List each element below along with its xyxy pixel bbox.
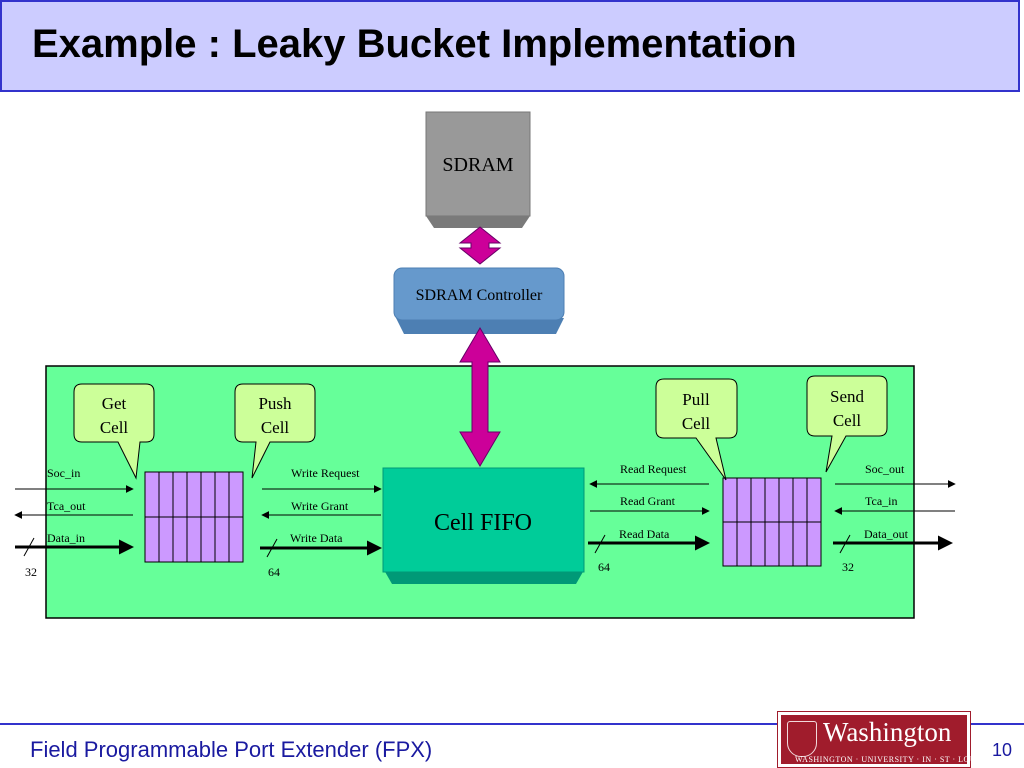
cell-fifo-label: Cell FIFO bbox=[434, 510, 532, 536]
pull-cell-line1: Pull bbox=[682, 390, 710, 409]
university-seal-icon bbox=[787, 721, 817, 757]
write-grant-label: Write Grant bbox=[291, 499, 349, 513]
logo-subtitle: WASHINGTON · UNIVERSITY · IN · ST · LOUI… bbox=[795, 755, 985, 764]
sdram-label: SDRAM bbox=[442, 154, 513, 176]
pull-cell-line2: Cell bbox=[682, 414, 711, 433]
logo-wordmark: Washington bbox=[823, 717, 952, 747]
read-signals: Read Request Read Grant Read Data 64 bbox=[588, 462, 710, 574]
pull-cell-callout: Pull Cell bbox=[655, 378, 738, 481]
washington-university-logo: Washington WASHINGTON · UNIVERSITY · IN … bbox=[777, 711, 984, 768]
slide-title: Example : Leaky Bucket Implementation bbox=[32, 22, 797, 66]
send-cell-line2: Cell bbox=[833, 411, 862, 430]
write-data-label: Write Data bbox=[290, 531, 343, 545]
get-cell-line2: Cell bbox=[100, 418, 129, 437]
right-signals: Soc_out Tca_in Data_out 32 bbox=[833, 462, 956, 574]
send-cell-line1: Send bbox=[830, 387, 865, 406]
cell-fifo-block: Cell FIFO bbox=[382, 467, 585, 584]
read-data-width: 64 bbox=[598, 560, 610, 574]
left-signals: Soc_in Tca_out Data_in 32 bbox=[14, 466, 134, 579]
data-out-label: Data_out bbox=[864, 527, 909, 541]
read-data-label: Read Data bbox=[619, 527, 670, 541]
data-out-width: 32 bbox=[842, 560, 854, 574]
write-request-label: Write Request bbox=[291, 466, 360, 480]
soc-out-label: Soc_out bbox=[865, 462, 905, 476]
soc-in-label: Soc_in bbox=[47, 466, 80, 480]
tca-out-label: Tca_out bbox=[47, 499, 86, 513]
data-in-label: Data_in bbox=[47, 531, 85, 545]
write-signals: Write Request Write Grant Write Data 64 bbox=[260, 466, 382, 579]
read-grant-label: Read Grant bbox=[620, 494, 676, 508]
send-cell-callout: Send Cell bbox=[806, 375, 888, 473]
footer-rule bbox=[0, 723, 1024, 725]
push-cell-line1: Push bbox=[258, 394, 292, 413]
output-buffer bbox=[722, 477, 822, 567]
leaky-bucket-diagram: SDRAM SDRAM Controller Cell FIFO bbox=[14, 111, 956, 619]
write-data-width: 64 bbox=[268, 565, 280, 579]
sdram-controller-label: SDRAM Controller bbox=[416, 287, 543, 304]
get-cell-callout: Get Cell bbox=[73, 383, 155, 480]
title-bar: Example : Leaky Bucket Implementation bbox=[0, 0, 1020, 92]
data-in-width: 32 bbox=[25, 565, 37, 579]
push-cell-callout: Push Cell bbox=[234, 383, 316, 479]
read-request-label: Read Request bbox=[620, 462, 687, 476]
sdram-block: SDRAM bbox=[425, 111, 531, 228]
page-number: 10 bbox=[991, 740, 1012, 760]
push-cell-line2: Cell bbox=[261, 418, 290, 437]
footer-text: Field Programmable Port Extender (FPX) bbox=[30, 737, 433, 762]
sdram-link-arrow bbox=[458, 226, 502, 265]
input-buffer bbox=[144, 471, 244, 563]
tca-in-label: Tca_in bbox=[865, 494, 897, 508]
sdram-controller-block: SDRAM Controller bbox=[393, 267, 565, 334]
get-cell-line1: Get bbox=[102, 394, 127, 413]
controller-fifo-arrow bbox=[459, 327, 501, 467]
